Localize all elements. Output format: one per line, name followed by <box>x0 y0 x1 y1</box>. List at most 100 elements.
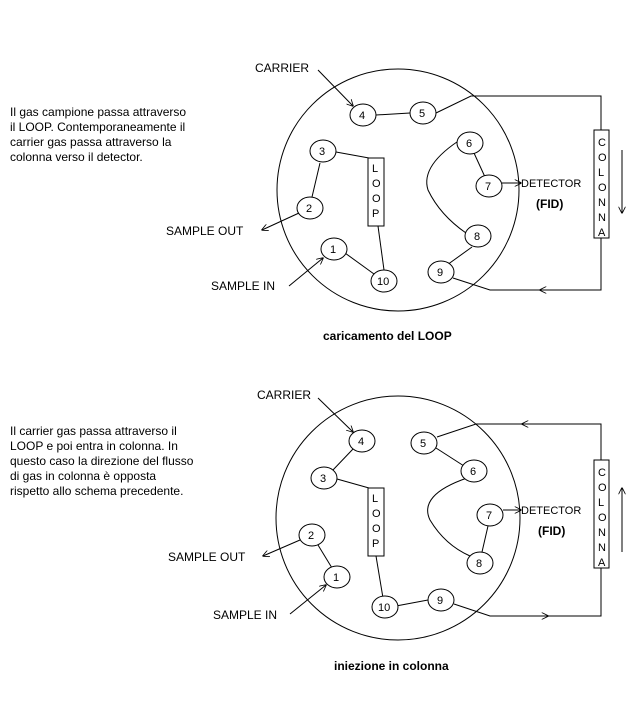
svg-text:9: 9 <box>437 595 443 607</box>
carrier-inlet-arrow <box>317 69 353 106</box>
port-10: 10 <box>370 269 398 293</box>
svg-text:3: 3 <box>320 473 326 485</box>
column-letter: A <box>598 557 606 569</box>
column-top-line <box>436 423 602 460</box>
connection-6-7 <box>473 152 486 178</box>
port-1: 1 <box>320 237 348 261</box>
carrier-label: CARRIER <box>257 388 311 402</box>
svg-text:8: 8 <box>474 231 480 243</box>
description-2-line-1: Il carrier gas passa attraverso il <box>10 424 177 438</box>
column-letter: C <box>598 137 606 149</box>
column-bottom-line <box>453 568 602 617</box>
column-letter: N <box>598 212 606 224</box>
fid-label: (FID) <box>536 197 563 211</box>
connection-1-10 <box>344 252 375 275</box>
port-9: 9 <box>427 588 455 612</box>
loop-tube <box>367 487 385 557</box>
connection-5-6 <box>435 447 465 467</box>
svg-text:10: 10 <box>378 602 390 614</box>
connection-3-2 <box>311 162 321 198</box>
connection-2-1 <box>317 544 333 569</box>
carrier-inlet-arrow <box>317 397 353 432</box>
port-5: 5 <box>409 101 437 125</box>
diagram-injection: Il carrier gas passa attraverso il LOOP … <box>10 388 622 673</box>
port-4: 4 <box>349 103 377 127</box>
connection-7-8 <box>481 525 489 553</box>
sample-out-arrow <box>262 212 300 230</box>
description-1-line-2: il LOOP. Contemporaneamente il <box>10 120 185 134</box>
port-6: 6 <box>460 459 488 483</box>
column-letter: N <box>598 542 606 554</box>
connection-4-3 <box>331 448 354 472</box>
svg-text:4: 4 <box>359 110 365 122</box>
port-7: 7 <box>476 503 504 527</box>
sample-out-label: SAMPLE OUT <box>168 550 246 564</box>
description-2-line-3: questo caso la direzione del flusso <box>10 454 194 468</box>
valve-body <box>275 395 521 641</box>
port-9: 9 <box>427 260 455 284</box>
loop-letter: O <box>372 193 381 205</box>
column-letter: O <box>598 182 607 194</box>
loop-letter: P <box>372 208 379 220</box>
column-letter: N <box>598 197 606 209</box>
sample-out-label: SAMPLE OUT <box>166 224 244 238</box>
loop-tube <box>367 157 385 227</box>
description-2-line-5: rispetto allo schema precedente. <box>10 484 183 498</box>
port-3: 3 <box>310 466 338 490</box>
loop-letter: O <box>372 508 381 520</box>
svg-text:7: 7 <box>486 510 492 522</box>
port-7: 7 <box>475 174 503 198</box>
port-8: 8 <box>466 551 494 575</box>
sample-out-arrow <box>263 539 301 556</box>
column-letter: L <box>598 167 604 179</box>
connection-3-loop <box>336 478 370 489</box>
detector-label: DETECTOR <box>521 505 581 517</box>
svg-text:10: 10 <box>377 276 389 288</box>
svg-text:5: 5 <box>420 438 426 450</box>
connection-6-8-bend <box>427 477 471 557</box>
svg-text:3: 3 <box>319 146 325 158</box>
description-2-line-2: LOOP e poi entra in colonna. In <box>10 439 178 453</box>
description-1-line-4: colonna verso il detector. <box>10 150 143 164</box>
column-letter: C <box>598 467 606 479</box>
column-return-line <box>540 238 602 291</box>
connection-loop-10 <box>377 225 385 271</box>
svg-text:1: 1 <box>330 244 336 256</box>
svg-text:9: 9 <box>437 267 443 279</box>
svg-text:6: 6 <box>466 138 472 150</box>
caption-loading: caricamento del LOOP <box>323 329 452 343</box>
port-3: 3 <box>309 139 337 163</box>
loop-letter: O <box>372 523 381 535</box>
svg-text:2: 2 <box>306 203 312 215</box>
sample-in-arrow <box>288 258 323 287</box>
svg-text:7: 7 <box>485 181 491 193</box>
column-letter: L <box>598 497 604 509</box>
connection-3-loop <box>335 151 370 159</box>
sample-in-arrow <box>289 585 326 615</box>
port-1: 1 <box>323 565 351 589</box>
loop-letter: O <box>372 178 381 190</box>
fid-label: (FID) <box>538 524 565 538</box>
description-1-line-1: Il gas campione passa attraverso <box>10 105 186 119</box>
sample-in-label: SAMPLE IN <box>213 608 277 622</box>
sample-in-label: SAMPLE IN <box>211 279 275 293</box>
column-letter: A <box>598 227 606 239</box>
svg-text:5: 5 <box>419 108 425 120</box>
port-5: 5 <box>410 431 438 455</box>
description-1-line-3: carrier gas passa attraverso la <box>10 135 172 149</box>
loop-letter: P <box>372 538 379 550</box>
port-10: 10 <box>371 595 399 619</box>
port-2: 2 <box>298 523 326 547</box>
svg-text:6: 6 <box>470 466 476 478</box>
column-letter: O <box>598 512 607 524</box>
caption-injection: iniezione in colonna <box>334 659 449 673</box>
port-4: 4 <box>348 429 376 453</box>
loop-letter: L <box>372 493 378 505</box>
column-letter: O <box>598 152 607 164</box>
carrier-label: CARRIER <box>255 61 309 75</box>
connection-loop-10 <box>375 555 384 599</box>
loop-letter: L <box>372 163 378 175</box>
valve-body <box>276 68 520 312</box>
svg-text:4: 4 <box>358 436 364 448</box>
detector-label: DETECTOR <box>521 178 581 190</box>
